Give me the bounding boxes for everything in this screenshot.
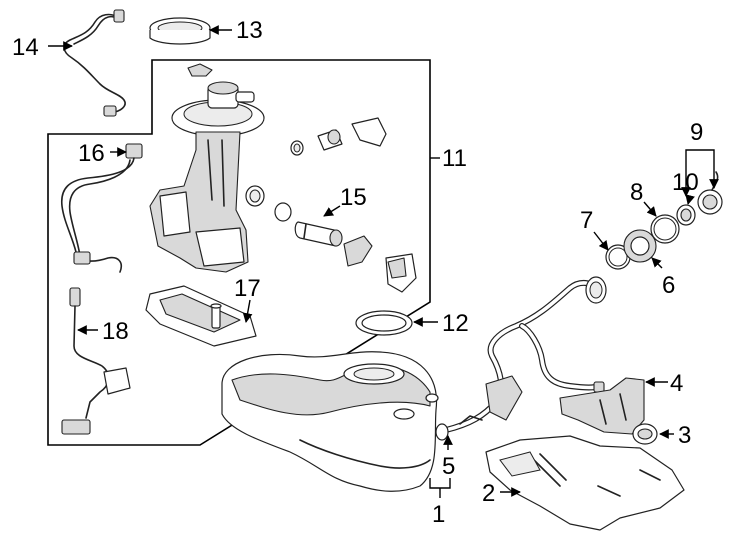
callout-9: 9 xyxy=(690,119,703,146)
callout-6: 6 xyxy=(662,272,675,299)
part-7-ring xyxy=(605,244,631,270)
callout-11: 11 xyxy=(442,145,467,172)
part-3-grommet xyxy=(632,423,658,445)
part-9-fuel-cap xyxy=(697,171,723,215)
part-8-ring xyxy=(650,214,680,244)
assembly-frame xyxy=(47,59,431,446)
callout-4: 4 xyxy=(670,370,683,397)
part-2-heat-shield xyxy=(485,435,685,531)
part-18-sender xyxy=(61,287,131,435)
part-5-filler-pipe xyxy=(435,276,607,441)
leader-lines xyxy=(48,25,719,498)
part-17-bracket xyxy=(145,285,257,347)
part-14-harness xyxy=(63,9,126,117)
part-13-lock-ring xyxy=(149,17,211,45)
callout-14: 14 xyxy=(12,34,39,61)
callout-8: 8 xyxy=(630,179,643,206)
part-16-harness xyxy=(61,143,143,273)
callout-3: 3 xyxy=(678,422,691,449)
callout-1: 1 xyxy=(432,501,445,528)
callout-labels: 14 13 11 16 15 17 18 12 7 8 10 9 6 4 3 2… xyxy=(12,17,703,528)
part-11-fuel-pump-module xyxy=(149,63,417,293)
callout-13: 13 xyxy=(236,17,263,44)
callout-18: 18 xyxy=(102,318,129,345)
part-1-fuel-tank xyxy=(221,351,439,492)
callout-10: 10 xyxy=(672,169,699,196)
callout-15: 15 xyxy=(340,184,367,211)
callout-2: 2 xyxy=(482,480,495,507)
part-15-fuel-pump xyxy=(274,202,343,247)
callout-16: 16 xyxy=(78,140,105,167)
callout-7: 7 xyxy=(580,207,593,234)
callout-12: 12 xyxy=(442,310,469,337)
callout-5: 5 xyxy=(442,453,455,480)
callout-17: 17 xyxy=(234,275,261,302)
part-6-seal xyxy=(623,229,657,263)
part-12-seal xyxy=(355,310,413,336)
part-10-housing xyxy=(676,204,696,226)
